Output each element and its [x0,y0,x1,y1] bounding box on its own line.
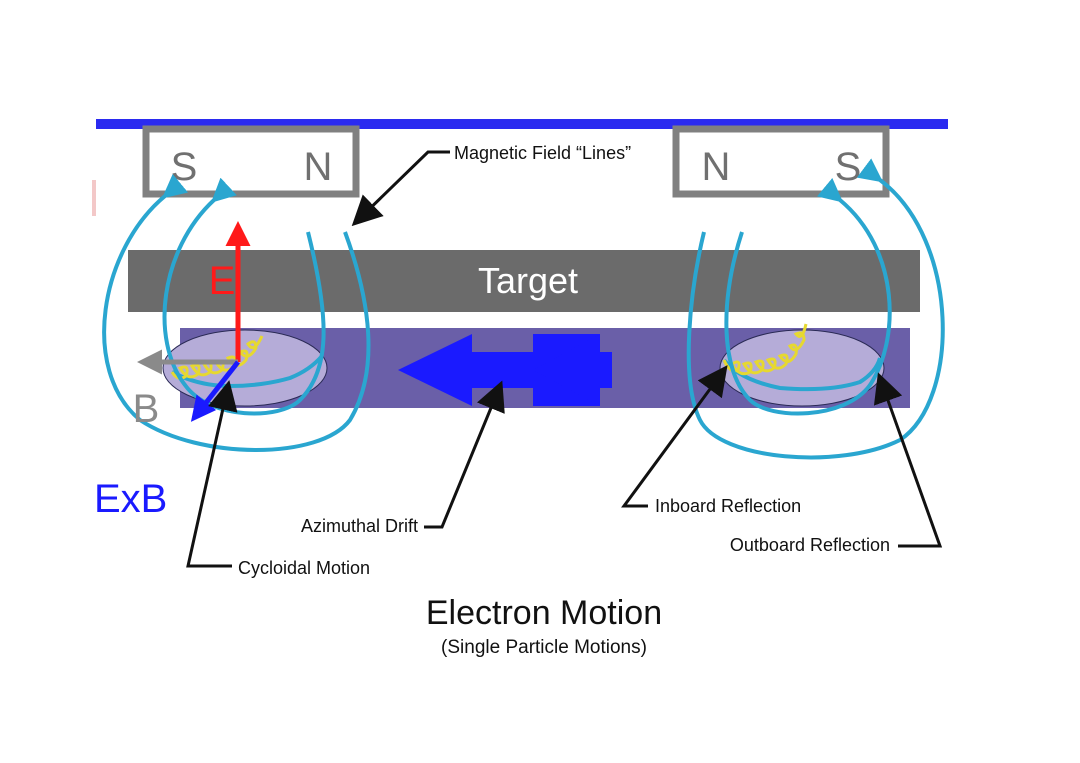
callout-outboard-reflection: Outboard Reflection [730,372,943,555]
top-bar [96,119,948,129]
left-magnet-pole-n: N [304,145,333,189]
callout-azimuthal-drift-label: Azimuthal Drift [301,516,418,536]
left-field-lines [102,173,371,452]
exb-label: ExB [94,477,167,521]
left-magnet: S N [142,125,360,198]
right-magnet-pole-n: N [702,145,731,189]
right-field-lines [686,158,945,460]
e-field-label: E [209,259,236,303]
left-plasma-ellipse [162,329,328,407]
azimuthal-drift-arrow [398,334,612,406]
right-magnet: N S [672,125,890,198]
diagram-subtitle: (Single Particle Motions) [441,637,647,658]
callout-cycloidal-motion-label: Cycloidal Motion [238,558,370,578]
callout-magnetic-field-lines-label: Magnetic Field “Lines” [454,143,631,163]
diagram-title: Electron Motion [426,594,662,632]
callout-magnetic-field-lines: Magnetic Field “Lines” [351,143,631,227]
right-magnet-pole-s: S [835,145,862,189]
callout-outboard-reflection-label: Outboard Reflection [730,535,890,555]
right-cycloid-path [722,323,882,392]
callout-cycloidal-motion: Cycloidal Motion [186,380,370,578]
target-label: Target [478,260,578,301]
edge-mark [92,180,96,216]
target-plate: Target [128,250,920,312]
left-magnet-pole-s: S [171,145,198,189]
callout-azimuthal-drift: Azimuthal Drift [301,380,505,536]
b-field-label: B [133,387,160,431]
callout-inboard-reflection: Inboard Reflection [621,365,801,516]
callout-inboard-reflection-label: Inboard Reflection [655,496,801,516]
